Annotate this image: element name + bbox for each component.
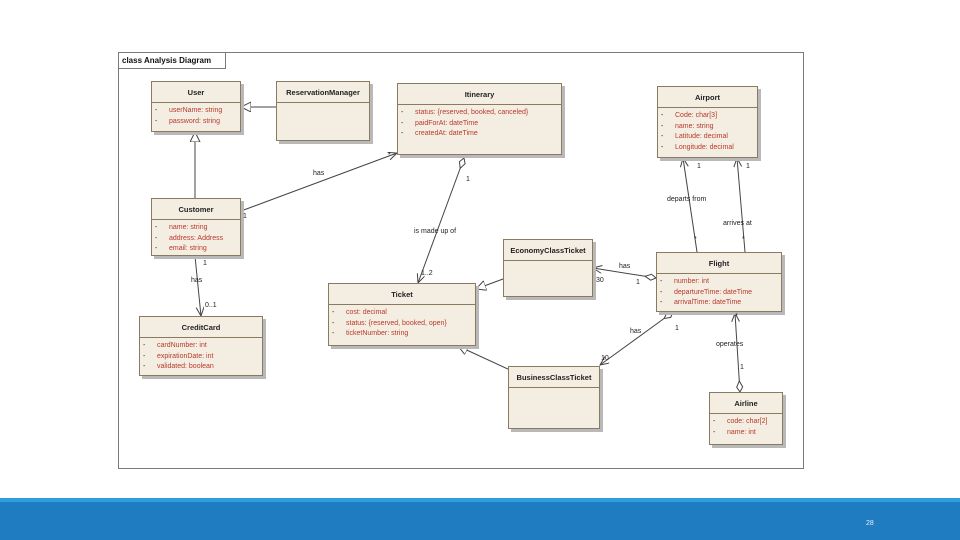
class-name: Flight (657, 253, 781, 274)
mult-airline-flight: 1 (740, 364, 744, 371)
page-number: 28 (866, 520, 874, 527)
mult-flight-airline: * (735, 313, 738, 320)
mult-ticket-itinerary: 1..2 (421, 270, 433, 277)
class-user[interactable]: User -userName: string -password: string (151, 81, 241, 132)
mult-airport-arrives: 1 (746, 163, 750, 170)
label-departs-from: departs from (667, 196, 707, 203)
class-economyclassticket[interactable]: EconomyClassTicket (503, 239, 593, 297)
attribute: -number: int (660, 278, 710, 285)
attribute: -departureTime: dateTime (660, 288, 753, 296)
class-flight[interactable]: Flight -number: int -departureTime: date… (656, 252, 782, 312)
label-has-flight-business: has (630, 328, 642, 335)
mult-flight-departs: * (694, 236, 697, 243)
label-made-up-of: is made up of (414, 228, 457, 235)
footer-bar: 28 (0, 498, 960, 540)
class-itinerary[interactable]: Itinerary -status: {reserved, booked, ca… (397, 83, 562, 155)
class-airport[interactable]: Airport -Code: char[3] -name: string -La… (657, 86, 758, 158)
attribute: -expirationDate: int (143, 352, 214, 360)
class-reservationmanager[interactable]: ReservationManager (276, 81, 370, 141)
class-name: EconomyClassTicket (504, 240, 592, 261)
attribute: -Code: char[3] (661, 112, 718, 119)
label-arrives-at: arrives at (723, 220, 752, 227)
mult-itinerary-ticket: 1 (466, 176, 470, 183)
class-ticket[interactable]: Ticket -cost: decimal -status: {reserved… (328, 283, 476, 346)
class-businessclassticket[interactable]: BusinessClassTicket (508, 366, 600, 429)
label-has-flight-economy: has (619, 263, 631, 270)
attribute: -status: {reserved, booked, open} (332, 319, 447, 327)
attribute: -code: char[2] (713, 418, 768, 425)
diagram-title: class Analysis Diagram (119, 53, 227, 69)
mult-customer-card: 1 (203, 260, 207, 267)
mult-economy-flight: 30 (596, 277, 604, 284)
attribute: -paidForAt: dateTime (401, 119, 479, 127)
footer-accent-line (0, 498, 960, 502)
attribute: -Longitude: decimal (661, 143, 734, 151)
attribute: -arrivalTime: dateTime (660, 299, 742, 306)
mult-flight-economy: 1 (636, 279, 640, 286)
class-name: Airport (658, 87, 757, 108)
class-name: ReservationManager (277, 82, 369, 103)
attribute: -name: string (661, 122, 714, 130)
attribute: -cost: decimal (332, 309, 387, 316)
attribute: -ticketNumber: string (332, 330, 409, 337)
class-name: Airline (710, 393, 782, 414)
attribute: -createdAt: dateTime (401, 130, 478, 137)
attribute: -Latitude: decimal (661, 133, 728, 140)
mult-itinerary-customer: * (388, 152, 391, 159)
attribute: -email: string (155, 245, 207, 252)
class-name: CreditCard (140, 317, 262, 338)
class-name: User (152, 82, 240, 103)
attribute: -name: int (713, 428, 756, 436)
label-has-customer-itinerary: has (313, 170, 325, 177)
class-name: Customer (152, 199, 240, 220)
attribute: -password: string (155, 117, 220, 125)
mult-flight-business: 1 (675, 325, 679, 332)
mult-customer-itinerary: 1 (243, 213, 247, 220)
label-operates: operates (716, 341, 744, 348)
class-name: Itinerary (398, 84, 561, 105)
attribute: -address: Address (155, 234, 224, 242)
mult-flight-arrives: * (742, 236, 745, 243)
attribute: -cardNumber: int (143, 342, 207, 349)
class-airline[interactable]: Airline -code: char[2] -name: int (709, 392, 783, 445)
class-name: BusinessClassTicket (509, 367, 599, 388)
class-customer[interactable]: Customer -name: string -address: Address… (151, 198, 241, 256)
attribute: -userName: string (155, 107, 223, 114)
mult-card-customer: 0..1 (205, 302, 217, 309)
mult-airport-departs: 1 (697, 163, 701, 170)
class-creditcard[interactable]: CreditCard -cardNumber: int -expirationD… (139, 316, 263, 376)
label-has-customer-card: has (191, 277, 203, 284)
mult-business-flight: 10 (601, 355, 609, 362)
attribute: -validated: boolean (143, 363, 214, 370)
class-name: Ticket (329, 284, 475, 305)
attribute: -name: string (155, 224, 208, 231)
attribute: -status: {reserved, booked, canceled} (401, 109, 529, 116)
